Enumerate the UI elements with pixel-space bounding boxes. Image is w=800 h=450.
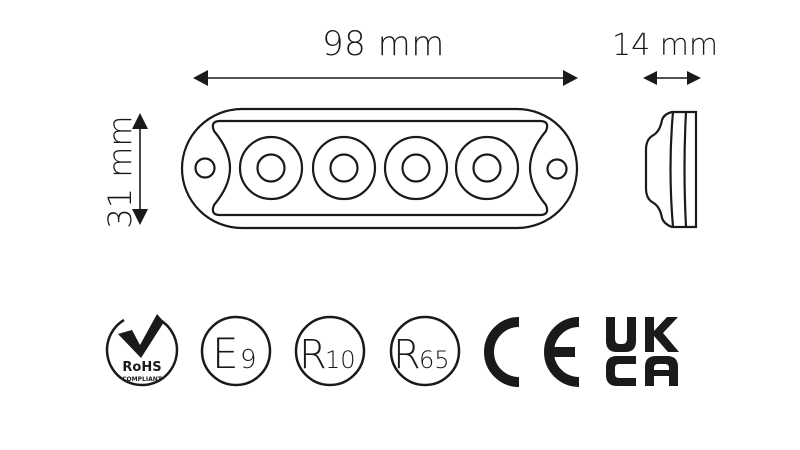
- svg-text:R: R: [393, 332, 421, 378]
- r10-badge-icon: R 10: [294, 315, 366, 387]
- mounting-hole-right-icon: [546, 158, 568, 180]
- width-label: 98 mm: [322, 24, 445, 64]
- led-4-icon: [454, 135, 520, 201]
- led-3-icon: [383, 135, 449, 201]
- front-view: [180, 107, 579, 230]
- height-label: 31 mm: [101, 115, 139, 229]
- svg-text:COMPLIANT: COMPLIANT: [122, 376, 163, 383]
- e9-badge-icon: E 9: [200, 315, 272, 387]
- ce-mark-icon: [484, 317, 580, 387]
- svg-text:10: 10: [325, 346, 356, 374]
- led-2-icon: [311, 135, 377, 201]
- svg-text:RoHS: RoHS: [122, 360, 161, 375]
- led-1-icon: [238, 135, 304, 201]
- lens-plate: [211, 119, 549, 217]
- svg-text:65: 65: [419, 346, 450, 374]
- svg-text:R: R: [299, 332, 327, 378]
- mounting-hole-left-icon: [194, 157, 216, 179]
- height-dimension-arrow: [132, 113, 148, 225]
- svg-text:E: E: [212, 329, 239, 378]
- ukca-mark-icon: [606, 317, 679, 386]
- rohs-badge-icon: RoHS COMPLIANT: [105, 314, 179, 387]
- depth-label: 14 mm: [612, 28, 719, 63]
- r65-badge-icon: R 65: [389, 315, 461, 387]
- svg-text:9: 9: [240, 345, 257, 375]
- width-dimension-arrow: [193, 70, 578, 86]
- depth-dimension-arrow: [643, 71, 701, 85]
- side-view: [644, 110, 698, 229]
- outer-housing: [180, 107, 579, 230]
